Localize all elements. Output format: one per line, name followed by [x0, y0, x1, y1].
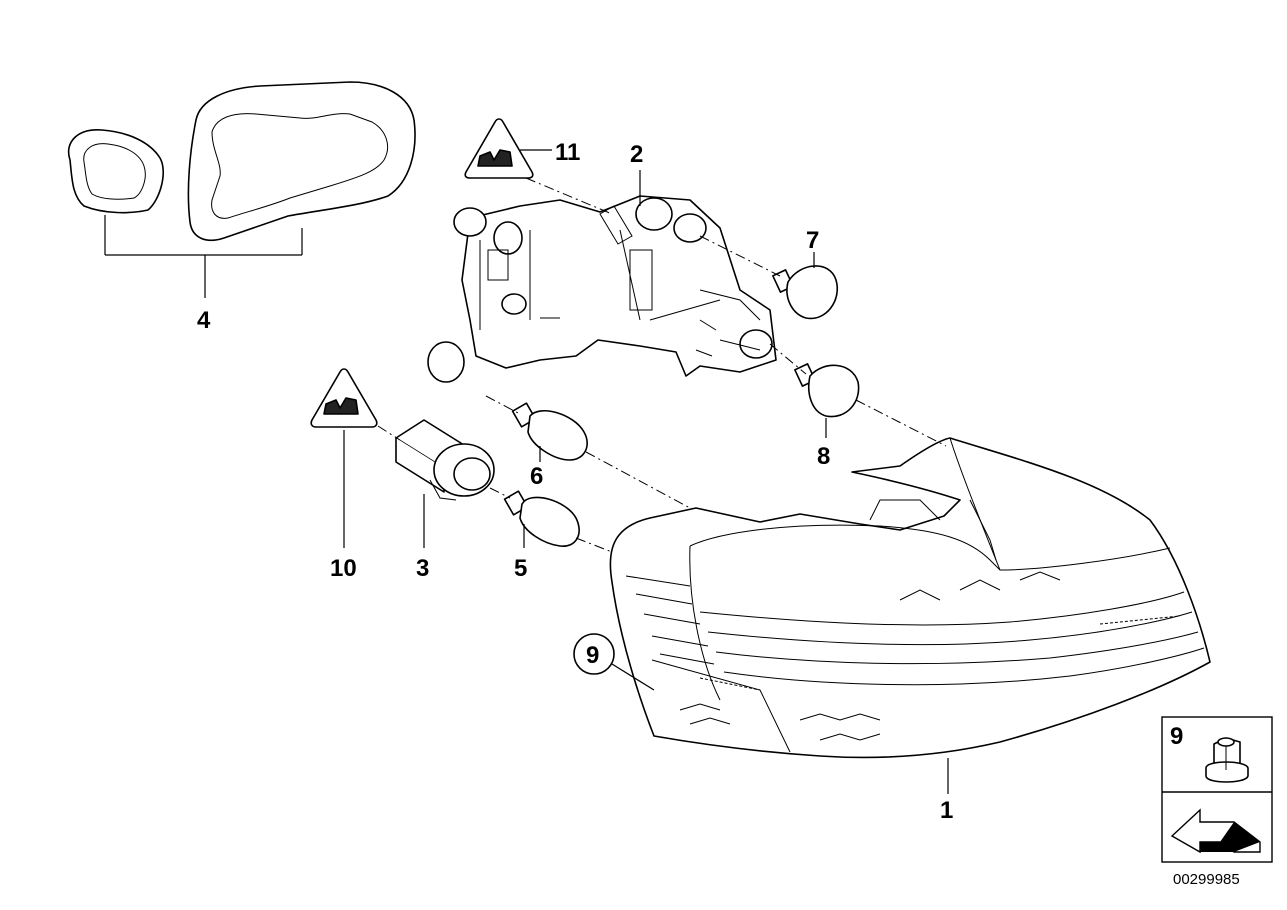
bulb-carrier[interactable]: [427, 195, 777, 383]
label-10: 10: [330, 555, 357, 582]
bulb-6[interactable]: [511, 402, 588, 462]
label-6: 6: [530, 463, 543, 490]
warning-triangle-11: [464, 118, 552, 179]
gasket-large[interactable]: [187, 81, 416, 242]
bulb-8[interactable]: [794, 363, 860, 438]
legend-box: 9: [1161, 716, 1273, 863]
label-5: 5: [514, 555, 527, 582]
label-11: 11: [555, 139, 580, 166]
label-1: 1: [940, 797, 953, 824]
document-number: 00299985: [1173, 871, 1240, 888]
label-7: 7: [806, 227, 819, 254]
bulb-7[interactable]: [772, 252, 839, 320]
label-3: 3: [416, 555, 429, 582]
bulb-socket[interactable]: [395, 419, 495, 548]
assembly-lines: [377, 177, 947, 553]
label-8: 8: [817, 443, 830, 470]
gasket-small[interactable]: [67, 129, 164, 214]
bulb-5[interactable]: [503, 490, 580, 548]
legend-item-number: 9: [1170, 723, 1183, 750]
warning-triangle-10: [310, 368, 378, 548]
nut-icon: [1205, 737, 1249, 783]
leader-4: [104, 215, 303, 298]
label-2: 2: [630, 141, 643, 168]
direction-arrow-icon: [1170, 808, 1261, 854]
tail-lamp[interactable]: [609, 437, 1211, 759]
label-4: 4: [197, 307, 211, 334]
callout-9: [573, 633, 655, 691]
label-9: 9: [586, 642, 599, 669]
